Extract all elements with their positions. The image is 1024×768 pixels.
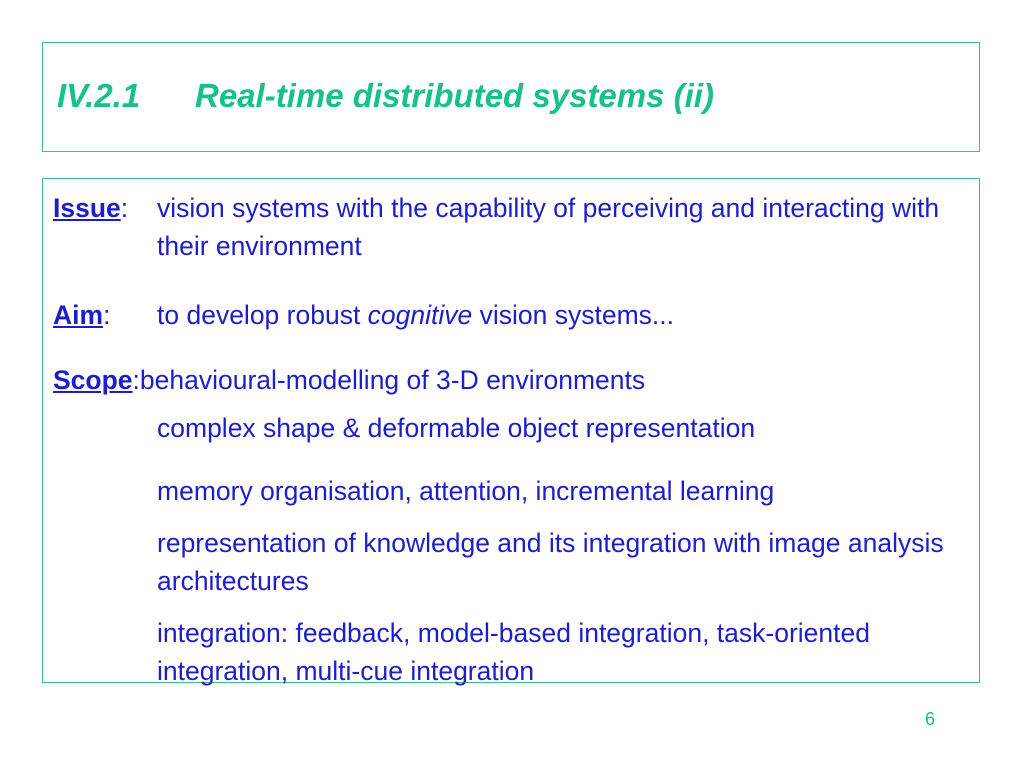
issue-text: vision systems with the capability of pe… (157, 193, 940, 261)
scope-item-1: complex shape & deformable object repres… (157, 413, 756, 443)
issue-heading: Issue: (53, 189, 128, 227)
scope-heading: Scope:behavioural-modelling of 3-D envir… (53, 361, 645, 399)
scope-item-4: integration: feedback, model-based integ… (157, 618, 870, 686)
aim-text-after: vision systems... (472, 300, 675, 330)
scope-item-2: memory organisation, attention, incremen… (157, 476, 775, 506)
scope-label: Scope (53, 365, 133, 395)
aim-text-italic: cognitive (367, 300, 473, 330)
aim-text-before: to develop robust (157, 300, 368, 330)
issue-colon: : (120, 193, 129, 223)
aim-colon: : (103, 300, 111, 330)
aim-text: to develop robust cognitive vision syste… (157, 296, 674, 334)
aim-label: Aim (53, 300, 104, 330)
title-text: Real-time distributed systems (ii) (195, 77, 714, 114)
aim-heading: Aim: (53, 296, 110, 334)
content-frame (42, 178, 980, 683)
scope-colon: : (132, 365, 140, 395)
scope-first-item: behavioural-modelling of 3-D environment… (139, 365, 646, 395)
page-number: 6 (925, 709, 936, 729)
issue-label: Issue (53, 193, 121, 223)
scope-item-3: representation of knowledge and its inte… (157, 528, 944, 596)
title-frame: IV.2.1 Real-time distributed systems (ii) (42, 42, 980, 152)
title-number: IV.2.1 (57, 77, 141, 114)
slide-title: IV.2.1 Real-time distributed systems (ii) (57, 77, 714, 115)
